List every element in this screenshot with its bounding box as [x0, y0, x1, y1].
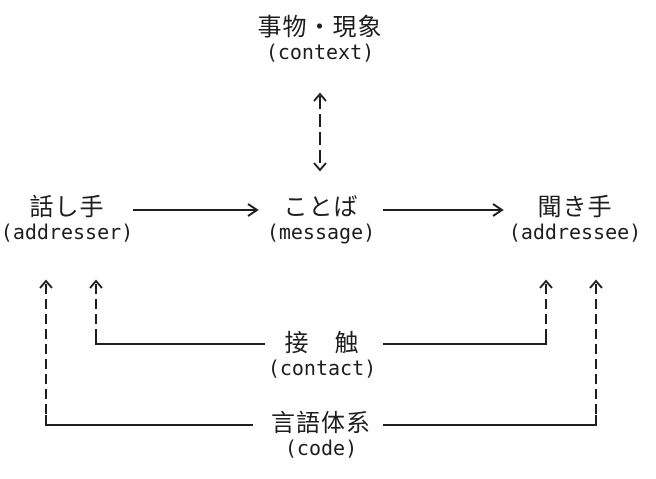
message-label-en: (message)	[266, 220, 376, 244]
addressee-node: 聞き手 (addressee)	[509, 194, 641, 244]
arrow-up-head-icon	[89, 279, 103, 289]
message-addressee-arrow	[383, 203, 504, 217]
context-node: 事物・現象 (context)	[258, 14, 383, 64]
code-addressee-connector	[383, 279, 603, 426]
contact-label-jp: 接 触	[284, 329, 360, 357]
addresser-label-en: (addresser)	[0, 220, 134, 244]
code-node: 言語体系 (code)	[271, 410, 371, 460]
contact-addressee-connector	[383, 279, 553, 345]
arrow-down-head-icon	[313, 162, 327, 172]
arrow-right-head-icon	[492, 203, 504, 217]
addresser-node: 話し手 (addresser)	[1, 194, 133, 244]
context-label-en: (context)	[265, 40, 375, 64]
arrow-up-head-icon	[539, 279, 553, 289]
context-label-jp: 事物・現象	[257, 13, 383, 41]
addresser-message-arrow	[133, 203, 259, 217]
arrow-up-head-icon	[589, 279, 603, 289]
addressee-label-jp: 聞き手	[537, 193, 613, 221]
contact-node: 接 触 (contact)	[268, 330, 376, 380]
arrow-up-head-icon	[39, 279, 53, 289]
context-message-double-arrow	[313, 92, 327, 172]
arrow-up-head-icon	[313, 92, 327, 102]
contact-label-en: (contact)	[267, 356, 377, 380]
arrow-right-head-icon	[247, 203, 259, 217]
code-addresser-connector	[39, 279, 253, 426]
contact-addresser-connector	[89, 279, 265, 345]
message-label-jp: ことば	[283, 193, 359, 221]
code-label-jp: 言語体系	[271, 409, 371, 437]
code-label-en: (code)	[284, 436, 358, 460]
addresser-label-jp: 話し手	[29, 193, 105, 221]
addressee-label-en: (addressee)	[508, 220, 642, 244]
message-node: ことば (message)	[267, 194, 375, 244]
